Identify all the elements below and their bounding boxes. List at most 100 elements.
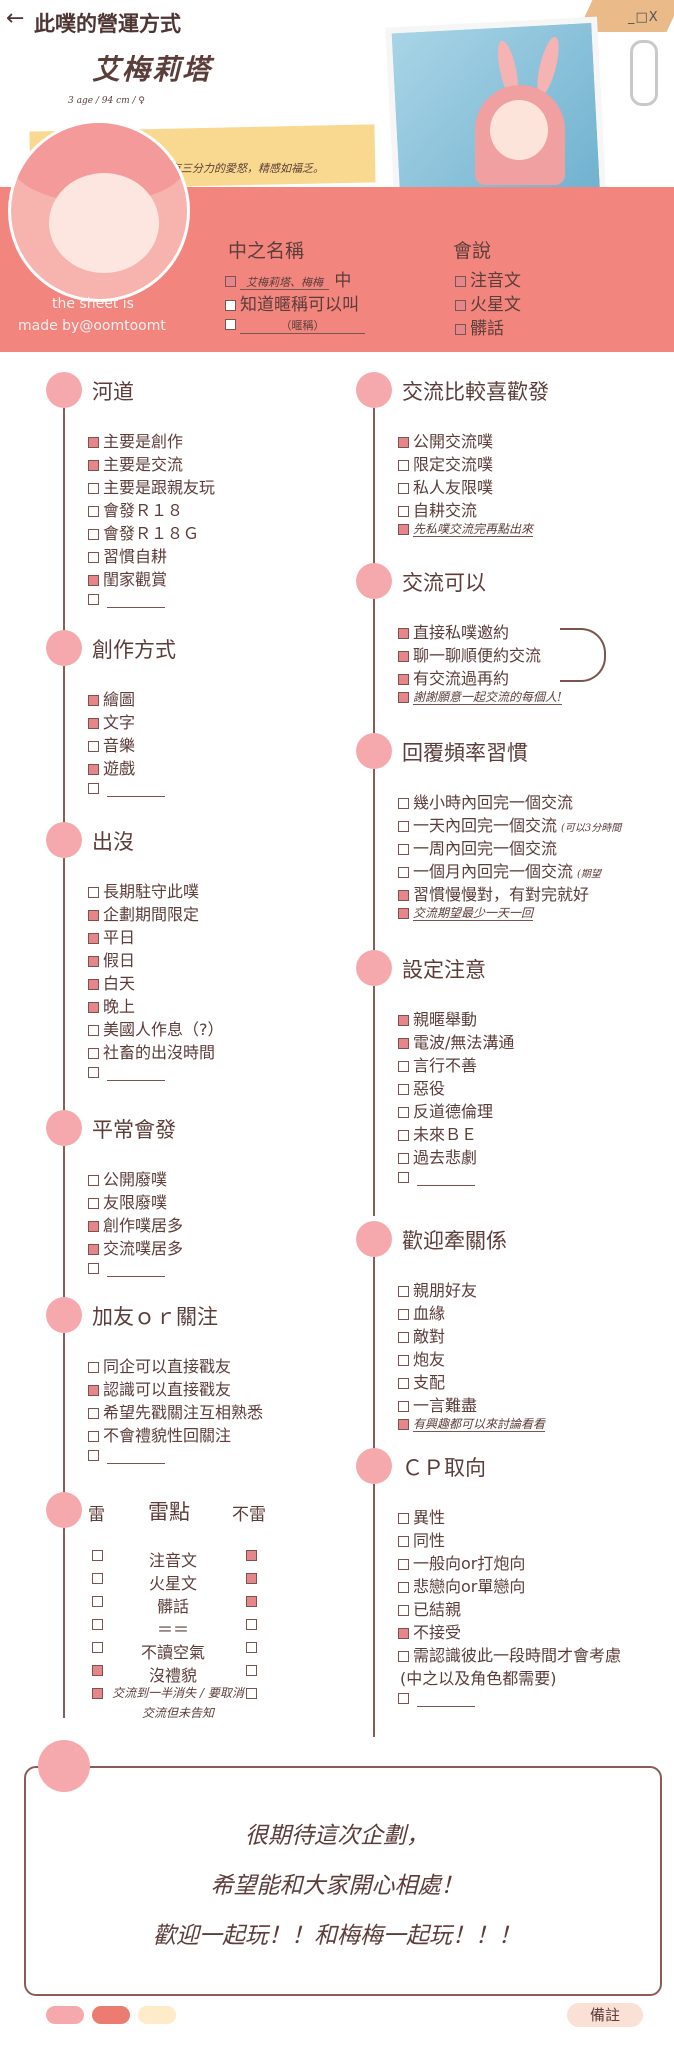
section-item[interactable]: 同性: [398, 1527, 445, 1551]
section-item[interactable]: 先私噗交流完再點出來: [398, 520, 534, 537]
section-item[interactable]: 聊一聊順便約交流: [398, 642, 541, 666]
checkbox[interactable]: [398, 1651, 409, 1662]
checkbox[interactable]: [225, 318, 236, 330]
checkbox[interactable]: [88, 1244, 99, 1255]
checkbox[interactable]: [398, 798, 409, 809]
naming-option[interactable]: （暱稱）: [225, 314, 365, 334]
section-item[interactable]: 友限廢噗: [88, 1189, 167, 1213]
checkbox[interactable]: [398, 1084, 409, 1095]
blank-line[interactable]: [107, 1264, 165, 1277]
checkbox[interactable]: [398, 437, 409, 448]
section-item[interactable]: 私人友限噗: [398, 474, 493, 498]
section-item[interactable]: 閨家觀賞: [88, 566, 167, 590]
checkbox[interactable]: [88, 933, 99, 944]
checkbox[interactable]: [398, 1332, 409, 1343]
section-item[interactable]: 習慣慢慢對，有對完就好: [398, 881, 589, 905]
checkbox[interactable]: [455, 275, 466, 287]
section-item[interactable]: 一天內回完一個交流(可以3分時間: [398, 812, 621, 836]
checkbox[interactable]: [398, 506, 409, 517]
section-item[interactable]: 創作噗居多: [88, 1212, 183, 1236]
checkbox[interactable]: [398, 1605, 409, 1616]
section-item[interactable]: [88, 1062, 165, 1081]
checkbox[interactable]: [225, 299, 236, 311]
checkbox[interactable]: [398, 524, 409, 535]
checkbox[interactable]: [398, 1153, 409, 1164]
section-item[interactable]: 謝謝願意一起交流的每個人!: [398, 688, 562, 705]
checkbox[interactable]: [88, 741, 99, 752]
section-item[interactable]: 不會禮貌性回關注: [88, 1422, 231, 1446]
checkbox[interactable]: [92, 1665, 103, 1676]
section-item[interactable]: 社畜的出沒時間: [88, 1039, 215, 1063]
checkbox[interactable]: [398, 1693, 409, 1704]
section-item[interactable]: 異性: [398, 1504, 445, 1528]
checkbox[interactable]: [88, 1408, 99, 1419]
section-item[interactable]: 主要是跟親友玩: [88, 474, 215, 498]
speech-option[interactable]: 髒話: [455, 314, 504, 339]
section-item[interactable]: 未來ＢＥ: [398, 1121, 477, 1145]
section-item[interactable]: 公開廢噗: [88, 1166, 167, 1190]
checkbox[interactable]: [398, 1355, 409, 1366]
checkbox[interactable]: [92, 1642, 103, 1653]
section-item[interactable]: 敵對: [398, 1323, 445, 1347]
section-item[interactable]: 會發Ｒ１８Ｇ: [88, 520, 199, 544]
checkbox[interactable]: [398, 1286, 409, 1297]
blank-line[interactable]: [417, 1173, 475, 1186]
section-item[interactable]: 遊戲: [88, 755, 135, 779]
checkbox[interactable]: [398, 1172, 409, 1183]
section-item[interactable]: 白天: [88, 970, 135, 994]
checkbox[interactable]: [398, 1513, 409, 1524]
checkbox[interactable]: [455, 299, 466, 311]
section-item[interactable]: 有興趣都可以來討論看看: [398, 1415, 546, 1432]
checkbox[interactable]: [246, 1550, 257, 1561]
checkbox[interactable]: [88, 483, 99, 494]
checkbox[interactable]: [88, 979, 99, 990]
section-item[interactable]: 惡役: [398, 1075, 445, 1099]
checkbox[interactable]: [88, 1221, 99, 1232]
checkbox[interactable]: [88, 1198, 99, 1209]
checkbox[interactable]: [92, 1619, 103, 1630]
section-item[interactable]: [398, 1167, 475, 1186]
section-item[interactable]: 自耕交流: [398, 497, 477, 521]
checkbox[interactable]: [398, 1015, 409, 1026]
checkbox[interactable]: [398, 908, 409, 919]
section-item[interactable]: 限定交流噗: [398, 451, 493, 475]
checkbox[interactable]: [398, 460, 409, 471]
section-item[interactable]: 美國人作息（?）: [88, 1016, 224, 1040]
checkbox[interactable]: [88, 718, 99, 729]
checkbox[interactable]: [225, 275, 236, 287]
checkbox[interactable]: [88, 764, 99, 775]
checkbox[interactable]: [398, 1401, 409, 1412]
section-item[interactable]: [88, 778, 165, 797]
section-item[interactable]: 主要是交流: [88, 451, 183, 475]
checkbox[interactable]: [398, 890, 409, 901]
checkbox[interactable]: [398, 1309, 409, 1320]
checkbox[interactable]: [88, 1025, 99, 1036]
section-item[interactable]: 一般向or打炮向: [398, 1550, 525, 1574]
naming-option[interactable]: 艾梅莉塔、梅梅 中: [225, 266, 351, 291]
section-item[interactable]: 一言難盡: [398, 1392, 477, 1416]
checkbox[interactable]: [398, 1559, 409, 1570]
section-item[interactable]: 晚上: [88, 993, 135, 1017]
checkbox[interactable]: [398, 844, 409, 855]
section-item[interactable]: 平日: [88, 924, 135, 948]
checkbox[interactable]: [88, 1431, 99, 1442]
checkbox[interactable]: [398, 1038, 409, 1049]
section-item[interactable]: 親暱舉動: [398, 1006, 477, 1030]
checkbox[interactable]: [455, 323, 466, 335]
checkbox[interactable]: [88, 575, 99, 586]
speech-option[interactable]: 火星文: [455, 290, 521, 315]
checkbox[interactable]: [398, 483, 409, 494]
checkbox[interactable]: [398, 628, 409, 639]
section-item[interactable]: 直接私噗邀約: [398, 619, 509, 643]
section-item[interactable]: 炮友: [398, 1346, 445, 1370]
section-item[interactable]: [88, 589, 165, 608]
checkbox[interactable]: [88, 695, 99, 706]
section-item[interactable]: 支配: [398, 1369, 445, 1393]
checkbox[interactable]: [246, 1573, 257, 1584]
checkbox[interactable]: [246, 1688, 257, 1699]
checkbox[interactable]: [88, 552, 99, 563]
section-item[interactable]: 親朋好友: [398, 1277, 477, 1301]
checkbox[interactable]: [398, 1419, 409, 1430]
section-item[interactable]: 希望先戳關注互相熟悉: [88, 1399, 263, 1423]
section-item[interactable]: 需認識彼此一段時間才會考慮: [398, 1642, 621, 1666]
